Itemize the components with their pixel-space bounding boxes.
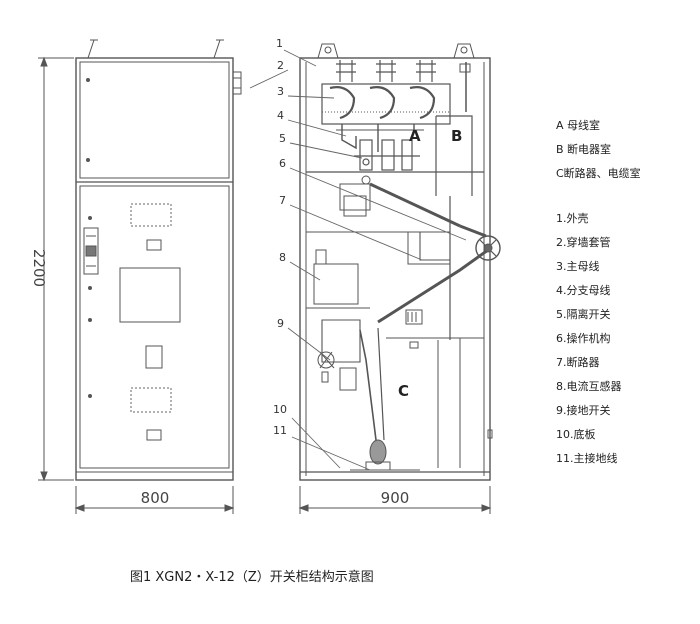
callout-9: 9 [277,317,284,330]
legend-item-b: B 断电器室 [556,143,612,156]
part-item: 1.外壳 [556,212,589,225]
callout-3: 3 [277,85,284,98]
front-observation-window [119,267,181,323]
legend-item-a: A 母线室 [556,119,601,132]
section-view [298,43,501,514]
dimension-width-front: 800 [141,489,170,507]
earthing-switch [317,319,361,391]
callout-2: 2 [277,59,284,72]
upper-disconnect-switch [354,139,420,171]
callout-8: 8 [279,251,286,264]
part-item: 9.接地开关 [556,404,611,417]
part-item: 8.电流互感器 [556,380,622,393]
section-cabinet-outline [299,57,491,481]
leader-lines [249,49,467,471]
front-top-vent [130,203,172,227]
parts-list: 1.外壳 2.穿墙套管 3.主母线 4.分支母线 5.隔离开关 6.操作机构 7… [556,210,622,474]
control-knob [475,235,501,261]
section-lifting-eye-left [317,43,339,59]
chamber-legend: A 母线室 B 断电器室 C断路器、电缆室 [556,117,641,189]
callout-11: 11 [273,424,287,437]
part-item: 6.操作机构 [556,332,611,345]
branch-busbar [341,124,415,152]
circuit-breaker [407,231,451,265]
front-bottom-vent [130,387,172,413]
wall-bushings [336,60,436,82]
part-item: 11.主接地线 [556,452,618,465]
callout-5: 5 [279,132,286,145]
front-lifting-hook-left [87,39,98,59]
room-b-label: B [451,127,462,145]
part-item: 7.断路器 [556,356,600,369]
front-cabinet-outline [75,57,234,481]
part-item: 5.隔离开关 [556,308,611,321]
callout-10: 10 [273,403,287,416]
front-view [38,39,242,514]
dimension-width-side: 900 [381,489,410,507]
section-lifting-eye-right [453,43,475,59]
current-transformer [313,263,359,305]
part-item: 2.穿墙套管 [556,236,611,249]
main-busbar-frame [321,83,451,125]
cable-terminal [350,439,420,471]
room-a-label: A [409,127,421,145]
operating-mechanism [339,175,487,238]
callout-4: 4 [277,109,284,122]
part-item: 3.主母线 [556,260,600,273]
figure-caption: 图1 XGN2・X-12（Z）开关柜结构示意图 [130,570,374,585]
callout-6: 6 [279,157,286,170]
dimension-height: 2200 [30,249,48,287]
part-item: 10.底板 [556,428,596,441]
legend-item-c: C断路器、电缆室 [556,167,641,180]
front-lower-door [79,185,230,469]
part-item: 4.分支母线 [556,284,611,297]
front-upper-door [79,61,230,179]
callout-1: 1 [276,37,283,50]
room-c-label: C [398,382,409,400]
callout-7: 7 [279,194,286,207]
front-lifting-hook-right [213,39,224,59]
front-bushing [232,71,242,95]
front-door-handle [83,227,99,275]
